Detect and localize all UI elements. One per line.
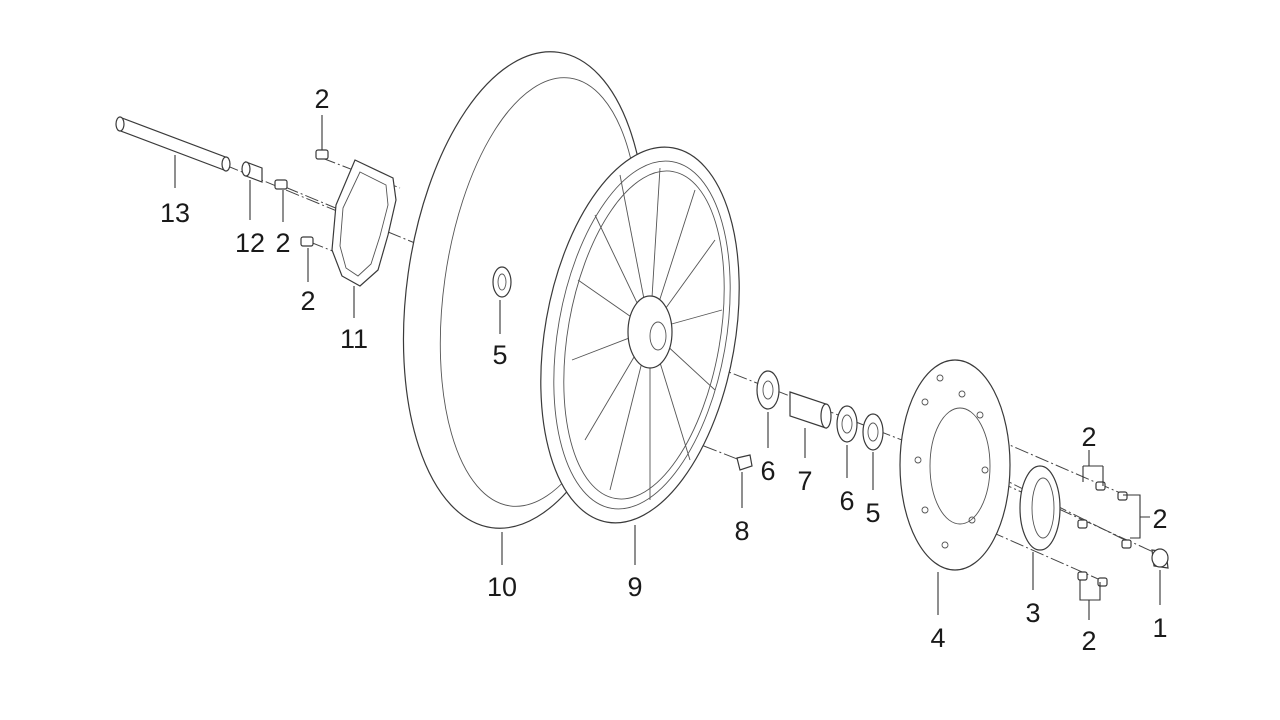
callout-2-disc-bottom: 2 — [1081, 626, 1096, 656]
callout-1: 1 — [1152, 613, 1167, 643]
callout-6-inner: 6 — [760, 456, 775, 486]
tone-ring-part — [1019, 465, 1061, 551]
callout-2-upper: 2 — [314, 84, 329, 114]
brake-disc-part — [899, 359, 1011, 571]
spacer-part — [241, 161, 263, 183]
callout-10: 10 — [487, 572, 517, 602]
callout-5-left: 5 — [492, 340, 507, 370]
collar-part — [1151, 548, 1169, 569]
callout-2-disc-top: 2 — [1081, 422, 1096, 452]
callout-12: 12 — [235, 228, 265, 258]
axle-part — [115, 116, 231, 172]
callout-6-outer: 6 — [839, 486, 854, 516]
callout-9: 9 — [627, 572, 642, 602]
callout-2-low: 2 — [300, 286, 315, 316]
rim-part — [540, 146, 740, 524]
callout-2-mid: 2 — [275, 228, 290, 258]
sensor-ring-part — [331, 159, 397, 287]
callout-4: 4 — [930, 623, 945, 653]
bearing-right-outer-part — [836, 405, 858, 443]
callout-8: 8 — [734, 516, 749, 546]
bolt-part-low — [300, 236, 314, 247]
bolt-part-upper — [315, 149, 329, 160]
callout-5-right: 5 — [865, 498, 880, 528]
valve-part — [736, 454, 753, 471]
callout-labels: 13 12 2 2 2 11 5 10 9 8 6 7 6 5 4 3 2 2 … — [160, 84, 1168, 656]
leader-lines — [174, 115, 1161, 620]
seal-right-part — [862, 413, 884, 451]
callout-13: 13 — [160, 198, 190, 228]
callout-7: 7 — [797, 466, 812, 496]
bolt-line-mid — [284, 186, 351, 215]
callout-11: 11 — [340, 324, 368, 354]
callout-3: 3 — [1025, 598, 1040, 628]
bearing-left-part — [492, 266, 512, 298]
bolt-part-mid — [274, 179, 288, 190]
disc-bolts-part — [1077, 481, 1132, 587]
callout-2-disc-right: 2 — [1152, 504, 1167, 534]
bearing-right-inner-part — [756, 370, 780, 410]
sleeve-part — [789, 391, 832, 429]
